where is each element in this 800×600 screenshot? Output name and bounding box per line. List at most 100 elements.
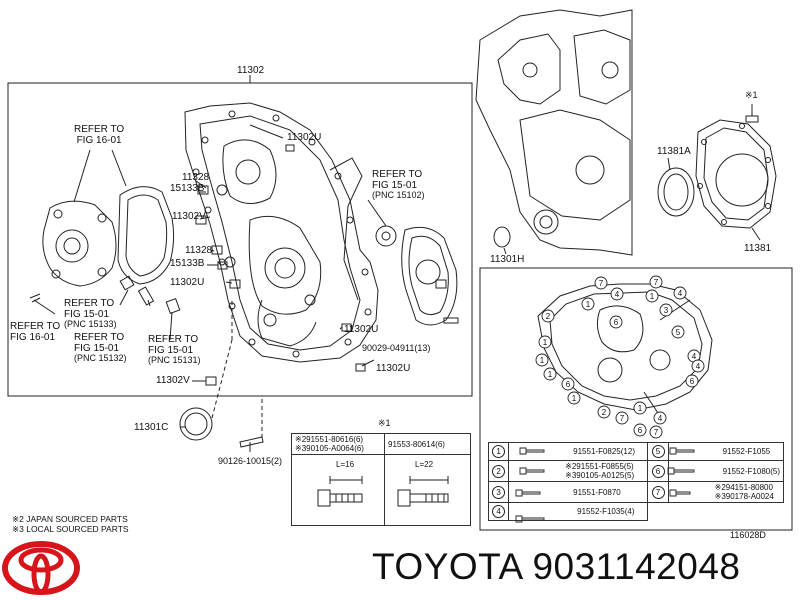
callout-circle — [685, 374, 699, 388]
callout-circle — [594, 276, 608, 290]
label-refer-fig15-01-pnc15131: REFER TO FIG 15-01 (PNC 15131) — [148, 334, 201, 365]
callout-circle — [567, 391, 581, 405]
callout-number: 7 — [599, 279, 604, 288]
callout-number: 4 — [696, 362, 701, 371]
callout-number: 6 — [566, 380, 571, 389]
callout-circle — [541, 309, 555, 323]
callout-circle — [597, 405, 611, 419]
callout-circle — [649, 275, 663, 289]
callout-number: 1 — [586, 300, 591, 309]
callout-number: 3 — [664, 306, 669, 315]
label-11302v-1: 11302V — [172, 211, 206, 222]
oil-seal-11381a — [657, 167, 695, 217]
water-pump-gasket — [117, 186, 175, 285]
label-refer-fig15-01-pnc15132: REFER TO FIG 15-01 (PNC 15132) — [74, 332, 127, 363]
callout-number: 4 — [615, 290, 620, 299]
label-11302v-2: 11302V — [156, 375, 190, 386]
callout-group — [535, 275, 705, 439]
callout-circle — [659, 303, 673, 317]
label-refer-fig15-01-pnc15133: REFER TO FIG 15-01 (PNC 15133) — [64, 298, 117, 329]
bolt-list-table: 1 91551-F0825(12) 5 91552-F1055 2 ※29155… — [487, 442, 785, 521]
label-11328-2: 11328 — [185, 245, 213, 256]
label-11302u-1: 11302U — [287, 132, 322, 143]
label-star1-top: ※1 — [745, 90, 758, 100]
bolt-table-cell-right: 91553-80614(6) — [384, 433, 471, 455]
figure-code: 116028D — [730, 530, 766, 540]
callout-number: 5 — [676, 328, 681, 337]
callout-circle — [645, 289, 659, 303]
callout-circle — [535, 353, 549, 367]
seal-11301c — [179, 407, 213, 441]
engine-block-outline — [475, 9, 633, 256]
callout-number: 6 — [638, 426, 643, 435]
callout-circle — [649, 425, 663, 439]
timing-cover-outline — [184, 102, 379, 363]
main-assembly-frame — [7, 82, 473, 397]
callout-circle — [673, 286, 687, 300]
callout-circle — [609, 315, 623, 329]
callout-circle — [615, 411, 629, 425]
label-11301c: 11301C — [134, 422, 169, 433]
label-11302u-4: 11302U — [376, 363, 411, 374]
callout-number: 7 — [654, 278, 659, 287]
callout-number: 1 — [548, 370, 553, 379]
cover-gasket-right — [401, 226, 458, 326]
bolt-table-cell-left: ※291551-80616(6) ※390105-A0064(6) — [291, 433, 385, 455]
label-11302u-2: 11302U — [170, 277, 205, 288]
bolt-list-row: 2 ※291551-F0855(5)※390105-A0125(5) 6 915… — [487, 460, 785, 482]
note-japan-sourced: ※2 JAPAN SOURCED PARTS — [12, 514, 128, 524]
callout-number: 7 — [654, 428, 659, 437]
note-local-sourced: ※3 LOCAL SOURCED PARTS — [12, 524, 129, 534]
callout-number: 1 — [650, 292, 655, 301]
callout-number: 6 — [690, 377, 695, 386]
label-11301h: 11301H — [490, 254, 525, 265]
bolt-list-row: 1 91551-F0825(12) 5 91552-F1055 — [487, 442, 785, 461]
label-star1-mid: ※1 — [378, 418, 391, 428]
callout-number: 4 — [678, 289, 683, 298]
callout-number: 6 — [614, 318, 619, 327]
callout-number: 2 — [546, 312, 551, 321]
callout-number: 2 — [602, 408, 607, 417]
callout-number: 1 — [572, 394, 577, 403]
callout-number: 1 — [638, 404, 643, 413]
callout-circle — [543, 367, 557, 381]
callout-number: 7 — [620, 414, 625, 423]
brand-part-number: TOYOTA 9031142048 — [372, 546, 741, 587]
bolt-list-row: 3 91551-F0870 7 ※294151-80800※390178-A00… — [487, 481, 785, 503]
callout-number: 1 — [543, 338, 548, 347]
label-90126-10015: 90126-10015(2) — [218, 456, 283, 466]
label-refer-fig15-01-pnc15102: REFER TO FIG 15-01 (PNC 15102) — [372, 169, 425, 200]
toyota-logo — [2, 541, 80, 595]
callout-circle — [653, 411, 667, 425]
bolt-table-drawing-left: L=16 — [291, 454, 385, 526]
seal-11301h — [493, 226, 511, 248]
label-11381: 11381 — [744, 243, 772, 254]
callout-circle — [610, 287, 624, 301]
label-15133b-1: 15133B — [170, 183, 205, 194]
callout-circle — [538, 335, 552, 349]
pin-90126 — [239, 436, 264, 448]
callout-number: 1 — [540, 356, 545, 365]
callout-circle — [671, 325, 685, 339]
rear-seal-retainer — [695, 119, 777, 229]
water-pump-outline — [42, 200, 117, 287]
label-15133b-2: 15133B — [170, 258, 205, 269]
label-11381a: 11381A — [657, 146, 691, 157]
label-11302: 11302 — [237, 65, 265, 76]
label-11302u-3: 11302U — [344, 324, 379, 335]
bolt-list-row: 4 91552-F1035(4) — [487, 502, 784, 521]
bolt-position-frame — [479, 267, 793, 531]
callout-circle — [633, 423, 647, 437]
bolt-table-drawing-right: L=22 — [384, 454, 471, 526]
callout-number: 4 — [658, 414, 663, 423]
callout-circle — [633, 401, 647, 415]
callout-circle — [581, 297, 595, 311]
bolt-length-table: ※291551-80616(6) ※390105-A0064(6) 91553-… — [291, 433, 471, 526]
callout-circle — [691, 359, 705, 373]
label-90029-04911: 90029-04911(13) — [362, 343, 431, 353]
refer-seal-upper — [375, 225, 397, 247]
callout-circle — [561, 377, 575, 391]
